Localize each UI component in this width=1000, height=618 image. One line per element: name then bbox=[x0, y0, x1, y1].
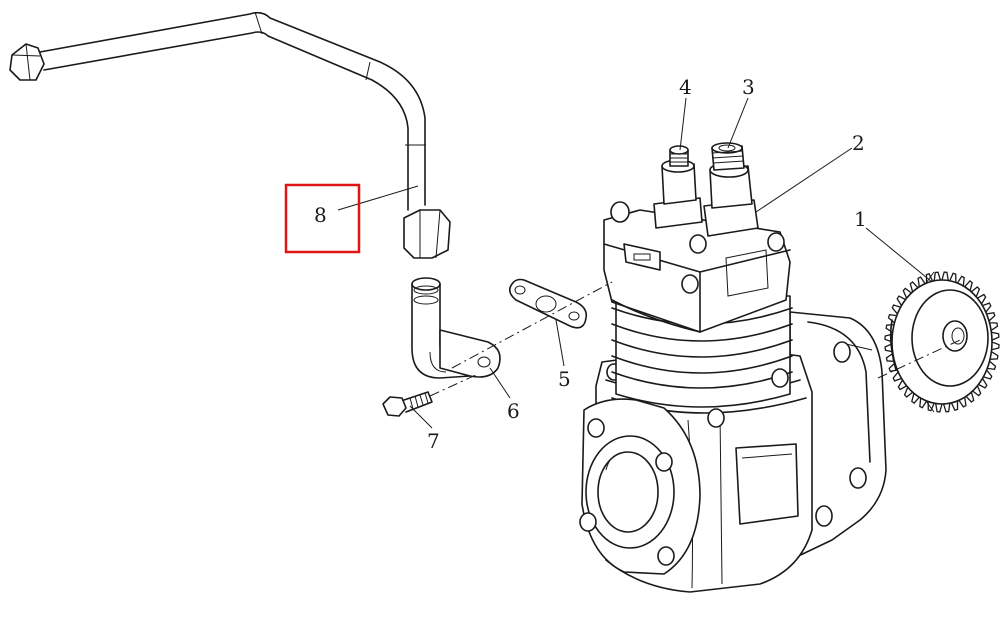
label-bolt: 7 bbox=[427, 429, 440, 453]
gear-part bbox=[884, 271, 1000, 413]
label-fitting-small: 4 bbox=[679, 75, 692, 99]
fitting-large-part bbox=[703, 142, 759, 237]
cover-bolts bbox=[579, 363, 675, 566]
fitting-small-part bbox=[653, 145, 703, 229]
compressor-body bbox=[579, 142, 887, 593]
label-gear: 1 bbox=[854, 207, 867, 231]
callout-labels: 1 2 3 4 5 6 7 8 bbox=[314, 75, 867, 453]
assembly-center-lines bbox=[429, 281, 961, 397]
elbow-flange-part bbox=[411, 277, 501, 379]
bolt-part bbox=[382, 391, 433, 417]
pipe-part bbox=[9, 11, 451, 259]
cylinder-head-part bbox=[603, 201, 791, 333]
label-cylinder-head: 2 bbox=[852, 131, 865, 155]
label-pipe: 8 bbox=[314, 203, 327, 227]
leader-lines bbox=[337, 97, 933, 429]
gasket-part bbox=[508, 278, 588, 329]
label-fitting-large: 3 bbox=[742, 75, 755, 99]
highlight-box bbox=[284, 183, 361, 254]
label-gasket: 5 bbox=[558, 367, 571, 391]
label-elbow-flange: 6 bbox=[507, 399, 520, 423]
